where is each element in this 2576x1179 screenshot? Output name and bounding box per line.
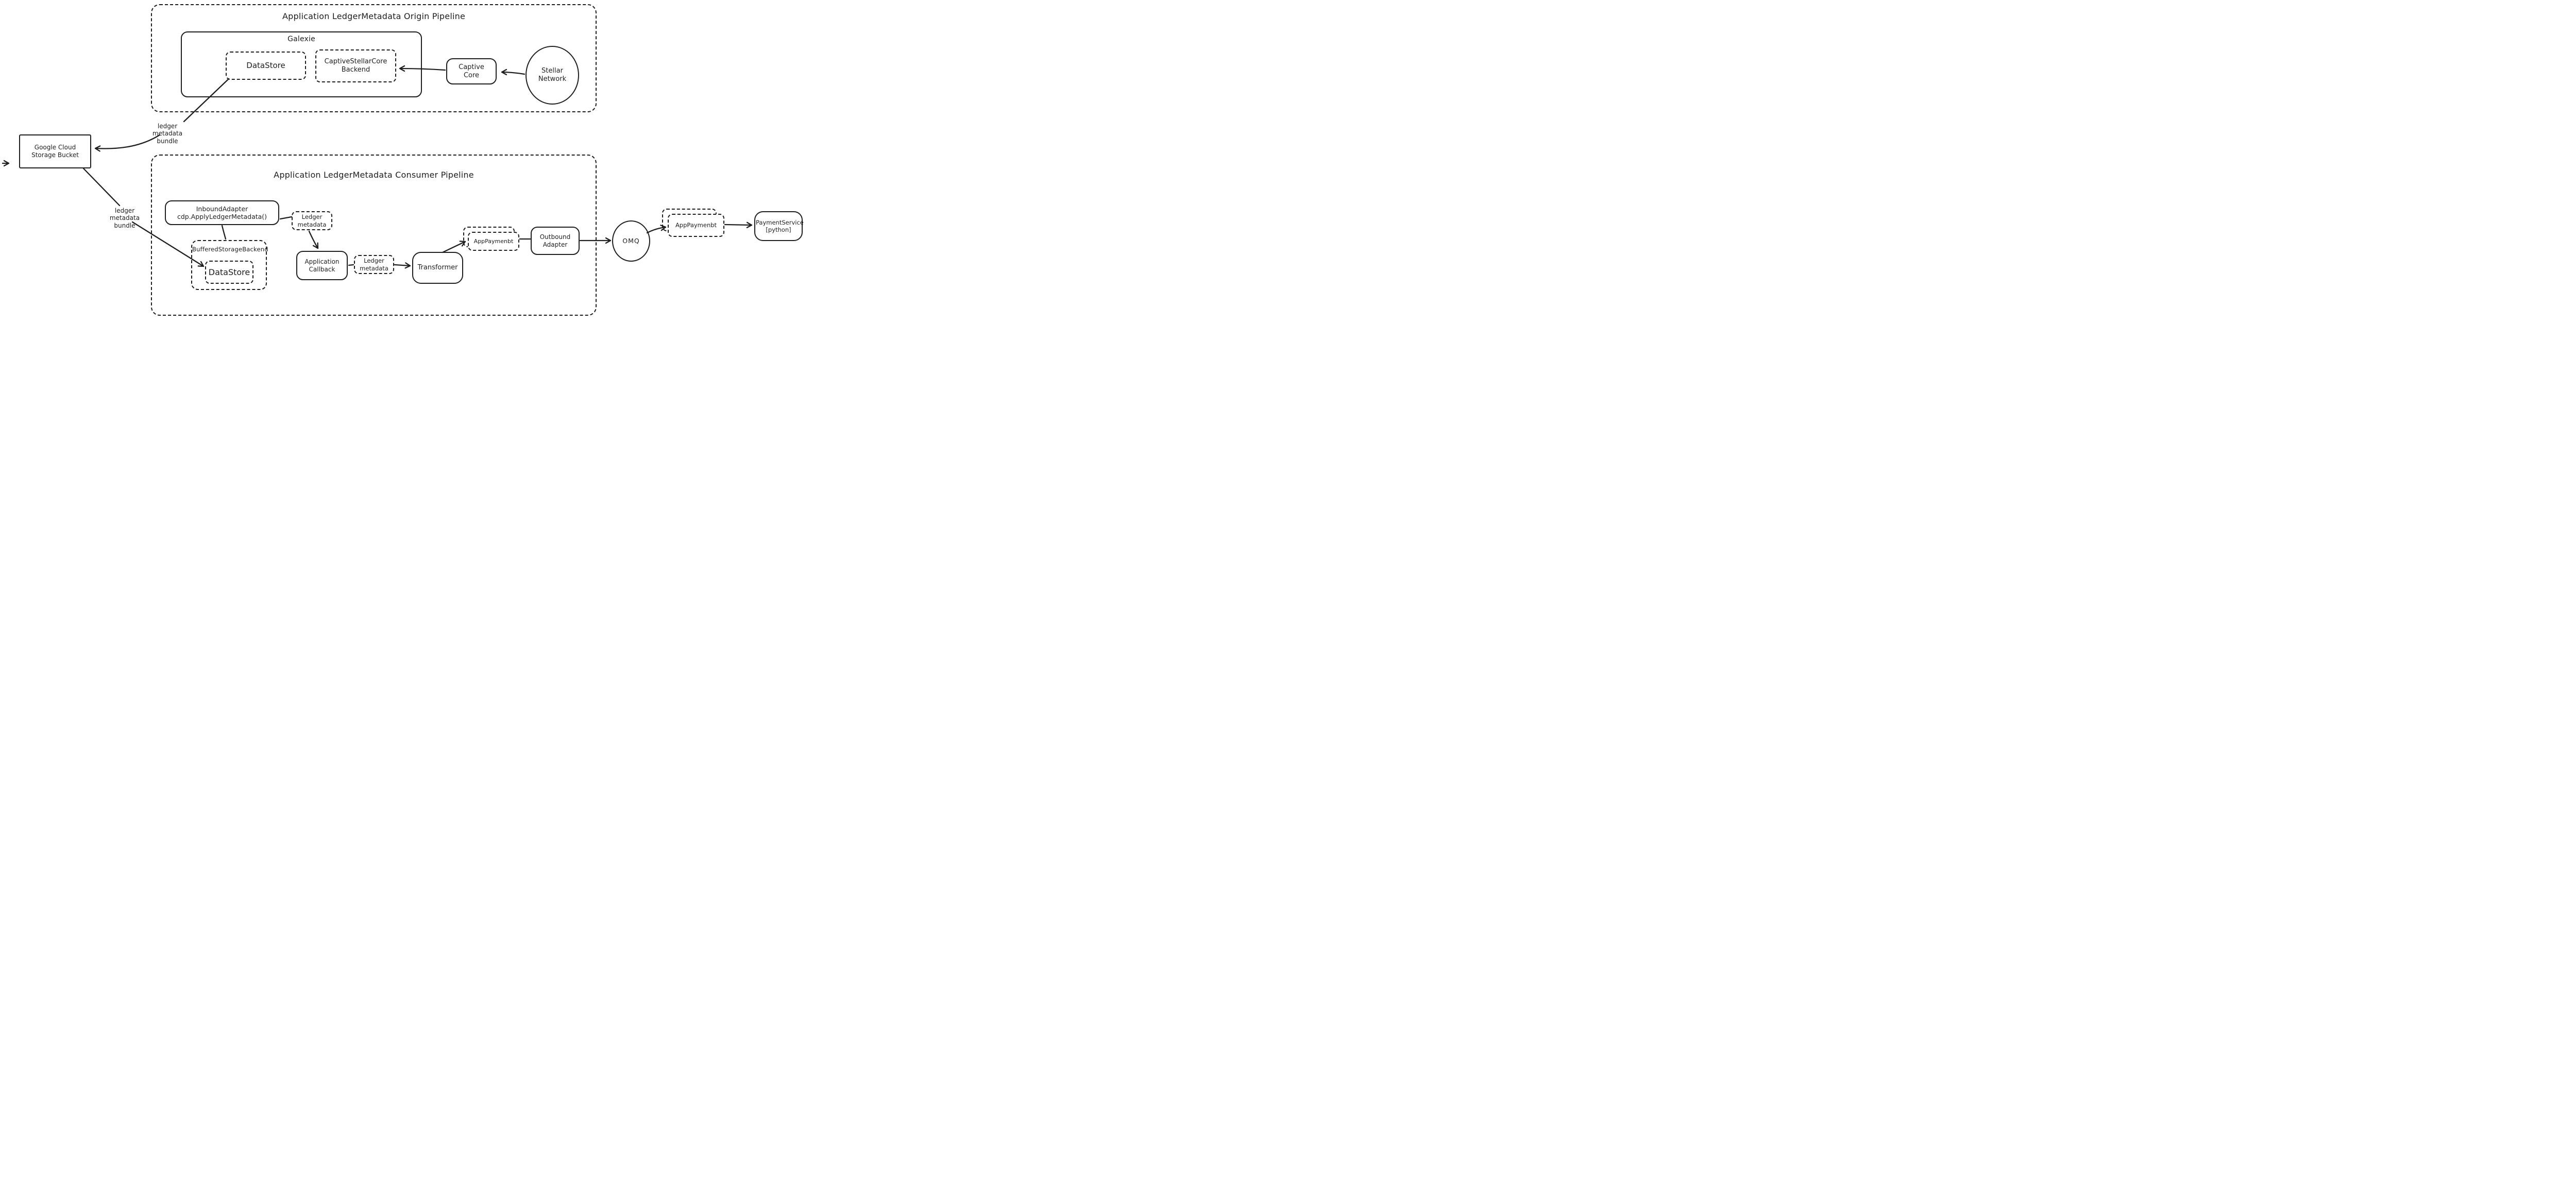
ledger-metadata-from-callback-box: Ledger metadata bbox=[354, 255, 394, 274]
gcs-bucket-box: Google Cloud Storage Bucket bbox=[19, 134, 91, 168]
origin-pipeline-title: Application LedgerMetadata Origin Pipeli… bbox=[282, 11, 465, 21]
gcs-bucket-label: Google Cloud Storage Bucket bbox=[31, 144, 79, 159]
datastore-origin-box: DataStore bbox=[226, 52, 306, 80]
transformer-box: Transformer bbox=[412, 252, 463, 284]
galexie-container: Galexie bbox=[181, 31, 422, 97]
stellar-network-label: Stellar Network bbox=[538, 67, 567, 83]
app-payment-queue-label: AppPaymenbt bbox=[473, 237, 514, 245]
application-callback-box: Application Callback bbox=[296, 251, 348, 280]
app-payment-delivery-box: AppPaymenbt bbox=[668, 214, 724, 237]
outbound-adapter-box: Outbound Adapter bbox=[531, 227, 580, 255]
app-payment-queue-box: AppPaymenbt bbox=[468, 232, 519, 251]
captive-core-box: Captive Core bbox=[446, 58, 497, 84]
consumer-pipeline-title: Application LedgerMetadata Consumer Pipe… bbox=[274, 170, 474, 180]
ledger-metadata-from-adapter-label: Ledger metadata bbox=[297, 213, 327, 228]
transformer-label: Transformer bbox=[417, 264, 458, 272]
inbound-adapter-box: InboundAdapter cdp.ApplyLedgerMetadata() bbox=[165, 200, 279, 225]
application-callback-label: Application Callback bbox=[304, 258, 340, 273]
edge-label-origin-bundle: ledger metadata bundle bbox=[152, 123, 183, 145]
origin-pipeline-container: Application LedgerMetadata Origin Pipeli… bbox=[151, 4, 597, 112]
line-gcs-bucket-to-bundle-label bbox=[82, 167, 121, 207]
omq-ellipse: OMQ bbox=[612, 220, 650, 262]
edge-label-consumer-bundle: ledger metadata bundle bbox=[109, 207, 140, 229]
galexie-title: Galexie bbox=[287, 35, 315, 43]
datastore-origin-label: DataStore bbox=[246, 61, 285, 71]
diagram-canvas: Application LedgerMetadata Origin Pipeli… bbox=[0, 0, 808, 318]
omq-label: OMQ bbox=[622, 237, 640, 245]
captive-stellar-core-backend-box: CaptiveStellarCore Backend bbox=[315, 49, 396, 82]
buffered-storage-backend-label: BufferedStorageBackend bbox=[192, 246, 268, 253]
outbound-adapter-label: Outbound Adapter bbox=[539, 233, 571, 248]
datastore-consumer-label: DataStore bbox=[208, 267, 250, 277]
consumer-pipeline-container: Application LedgerMetadata Consumer Pipe… bbox=[151, 155, 597, 316]
captive-core-label: Captive Core bbox=[459, 63, 484, 79]
payment-service-label: PaymentService [python] bbox=[756, 218, 804, 233]
captive-stellar-core-backend-label: CaptiveStellarCore Backend bbox=[324, 58, 387, 74]
payment-service-box: PaymentService [python] bbox=[754, 211, 804, 241]
ledger-metadata-from-adapter-box: Ledger metadata bbox=[292, 211, 332, 230]
datastore-consumer-box: DataStore bbox=[205, 261, 253, 284]
app-payment-delivery-label: AppPaymenbt bbox=[675, 221, 717, 229]
stellar-network-ellipse: Stellar Network bbox=[526, 46, 579, 105]
inbound-adapter-label: InboundAdapter cdp.ApplyLedgerMetadata() bbox=[177, 204, 267, 220]
ledger-metadata-from-callback-label: Ledger metadata bbox=[360, 257, 388, 272]
buffered-storage-backend-box: BufferedStorageBackend DataStore bbox=[191, 240, 268, 290]
